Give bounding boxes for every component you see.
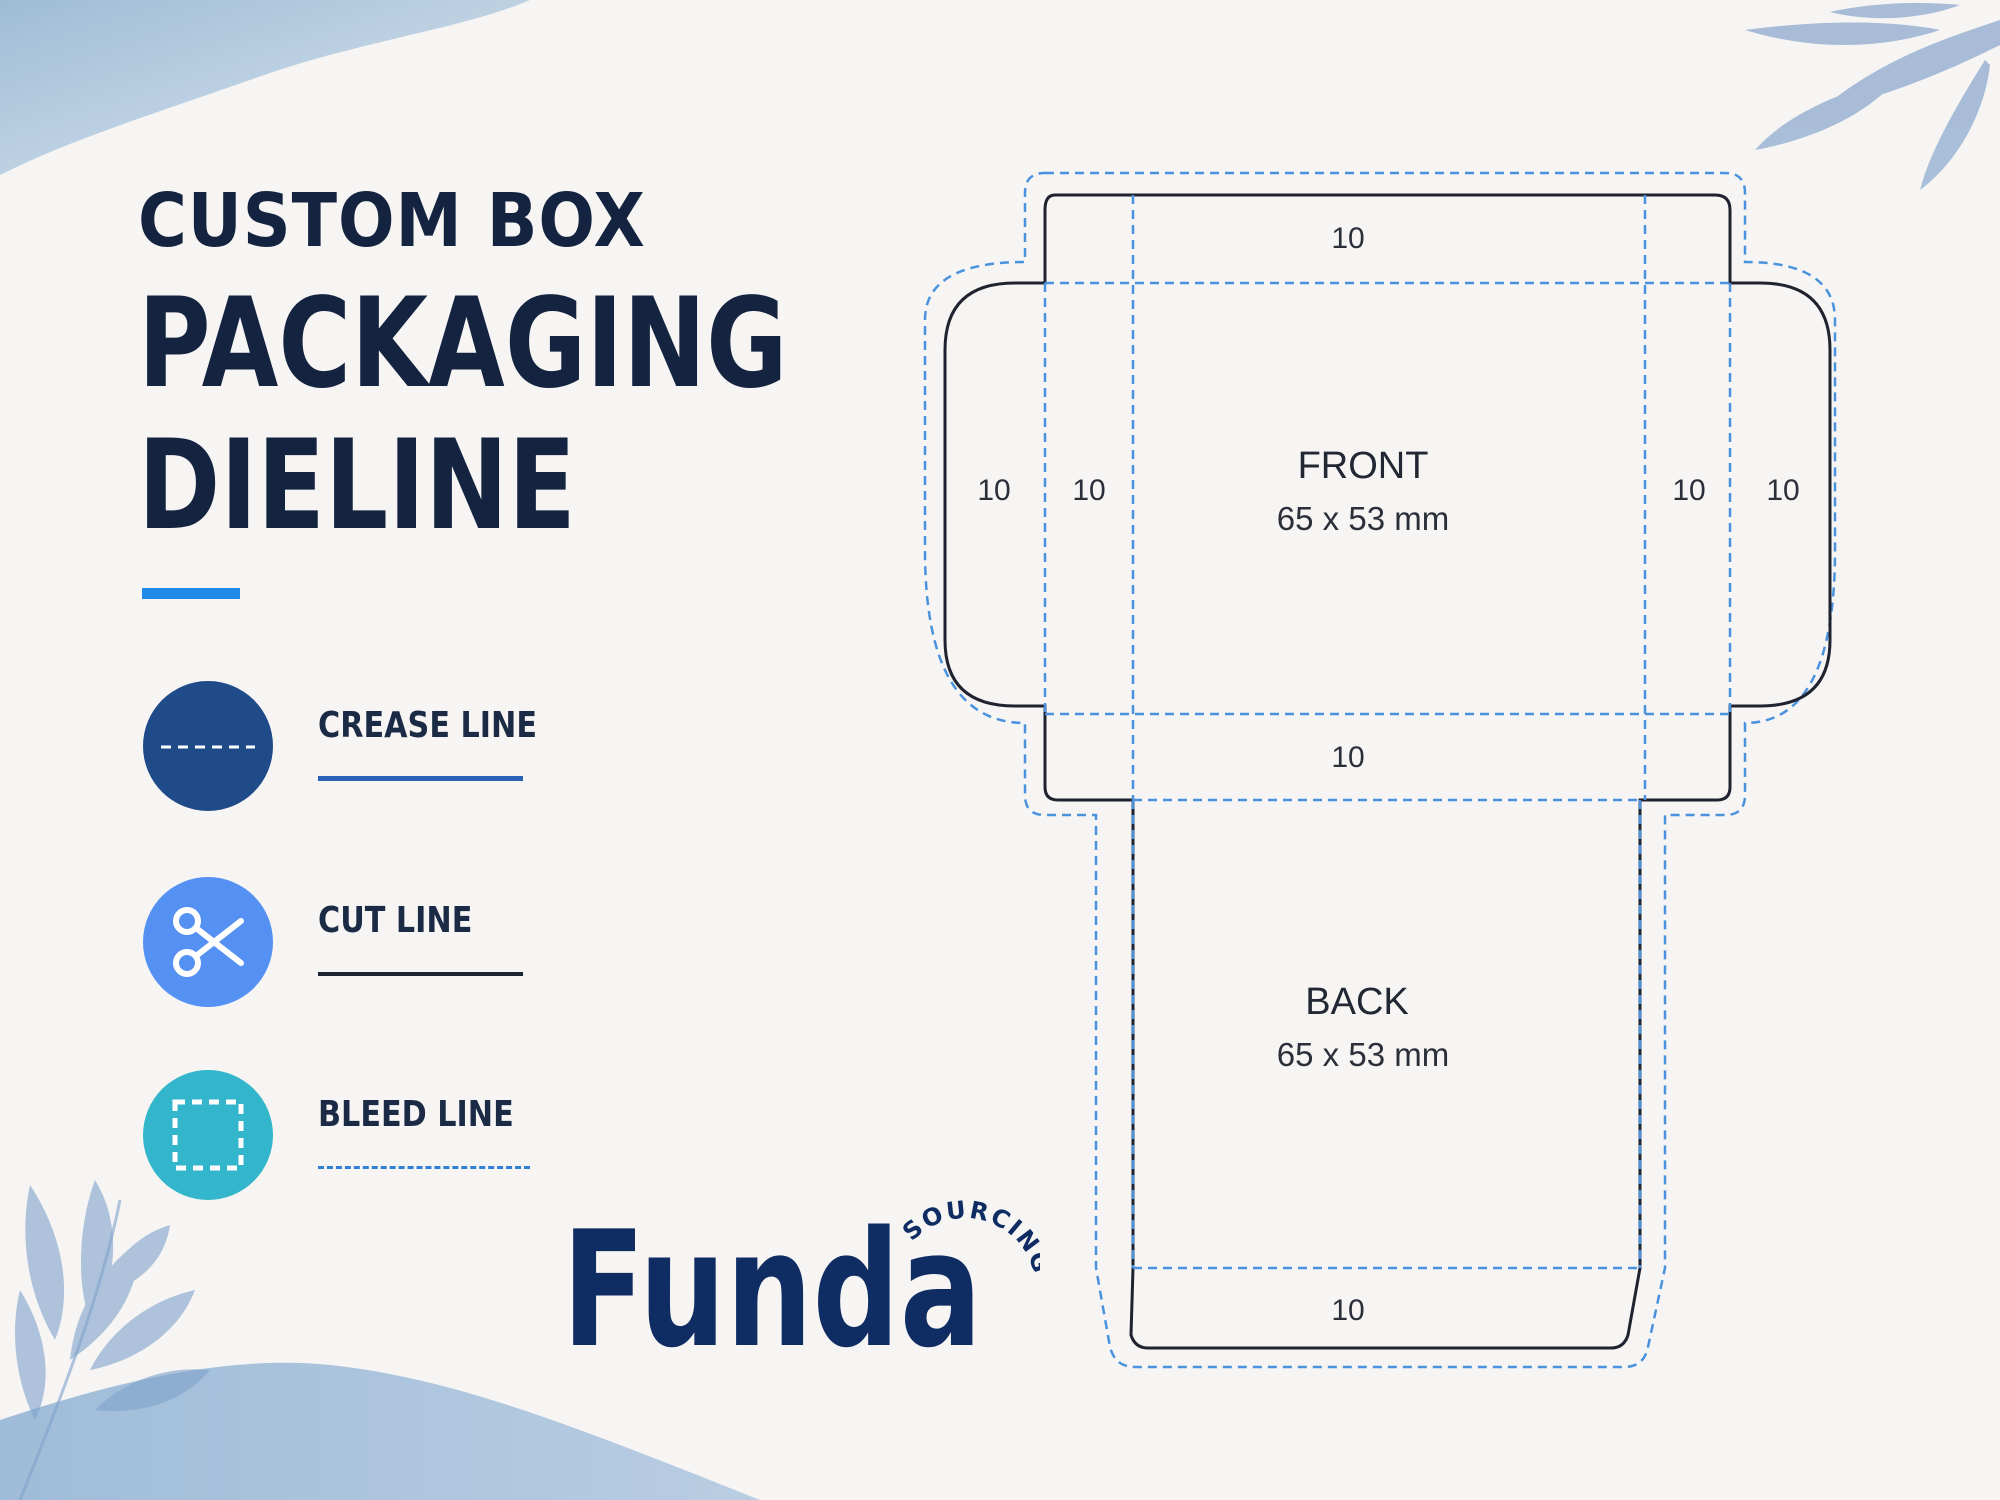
front-panel-label: FRONT bbox=[1298, 445, 1429, 487]
top-left-wave bbox=[0, 0, 530, 175]
dim-right-outer-flap: 10 bbox=[1766, 474, 1799, 507]
legend-label-cut-line: CUT LINE bbox=[318, 900, 473, 941]
cut-outline bbox=[943, 193, 1832, 1350]
legend-sample-cut-line bbox=[318, 972, 523, 976]
scissors-icon bbox=[143, 877, 273, 1007]
crease-line-icon bbox=[143, 681, 273, 811]
dashed-square-icon bbox=[143, 1070, 273, 1200]
title-line-custom-box: CUSTOM BOX bbox=[138, 178, 646, 264]
funda-sourcing-logo: Funda SOURCING bbox=[562, 1196, 1040, 1360]
dim-left-inner-flap: 10 bbox=[1072, 474, 1105, 507]
title-line-packaging: PACKAGING bbox=[138, 272, 788, 416]
legend-sample-bleed-line bbox=[318, 1166, 530, 1169]
title-accent-bar bbox=[142, 588, 240, 599]
legend-label-bleed-line: BLEED LINE bbox=[318, 1094, 514, 1135]
back-panel-size: 65 x 53 mm bbox=[1277, 1036, 1449, 1073]
legend-sample-crease-line bbox=[318, 776, 523, 781]
front-panel-size: 65 x 53 mm bbox=[1277, 500, 1449, 537]
title-line-dieline: DIELINE bbox=[138, 414, 576, 558]
crease-lines bbox=[1043, 195, 1732, 1270]
legend-label-crease-line: CREASE LINE bbox=[318, 705, 537, 746]
logo-wordmark: Funda bbox=[562, 1196, 982, 1360]
bottom-left-wave bbox=[0, 1362, 760, 1500]
dim-bottom-flap: 10 bbox=[1331, 741, 1364, 774]
dim-top-flap: 10 bbox=[1331, 222, 1364, 255]
leaf-cluster-bottom-left bbox=[15, 1180, 210, 1420]
dim-right-inner-flap: 10 bbox=[1672, 474, 1705, 507]
dim-tuck-flap: 10 bbox=[1331, 1294, 1364, 1327]
back-panel-label: BACK bbox=[1305, 981, 1408, 1023]
bleed-outline bbox=[923, 171, 1837, 1369]
leaf-cluster-top-right bbox=[1745, 2, 2000, 190]
dim-left-outer-flap: 10 bbox=[977, 474, 1010, 507]
